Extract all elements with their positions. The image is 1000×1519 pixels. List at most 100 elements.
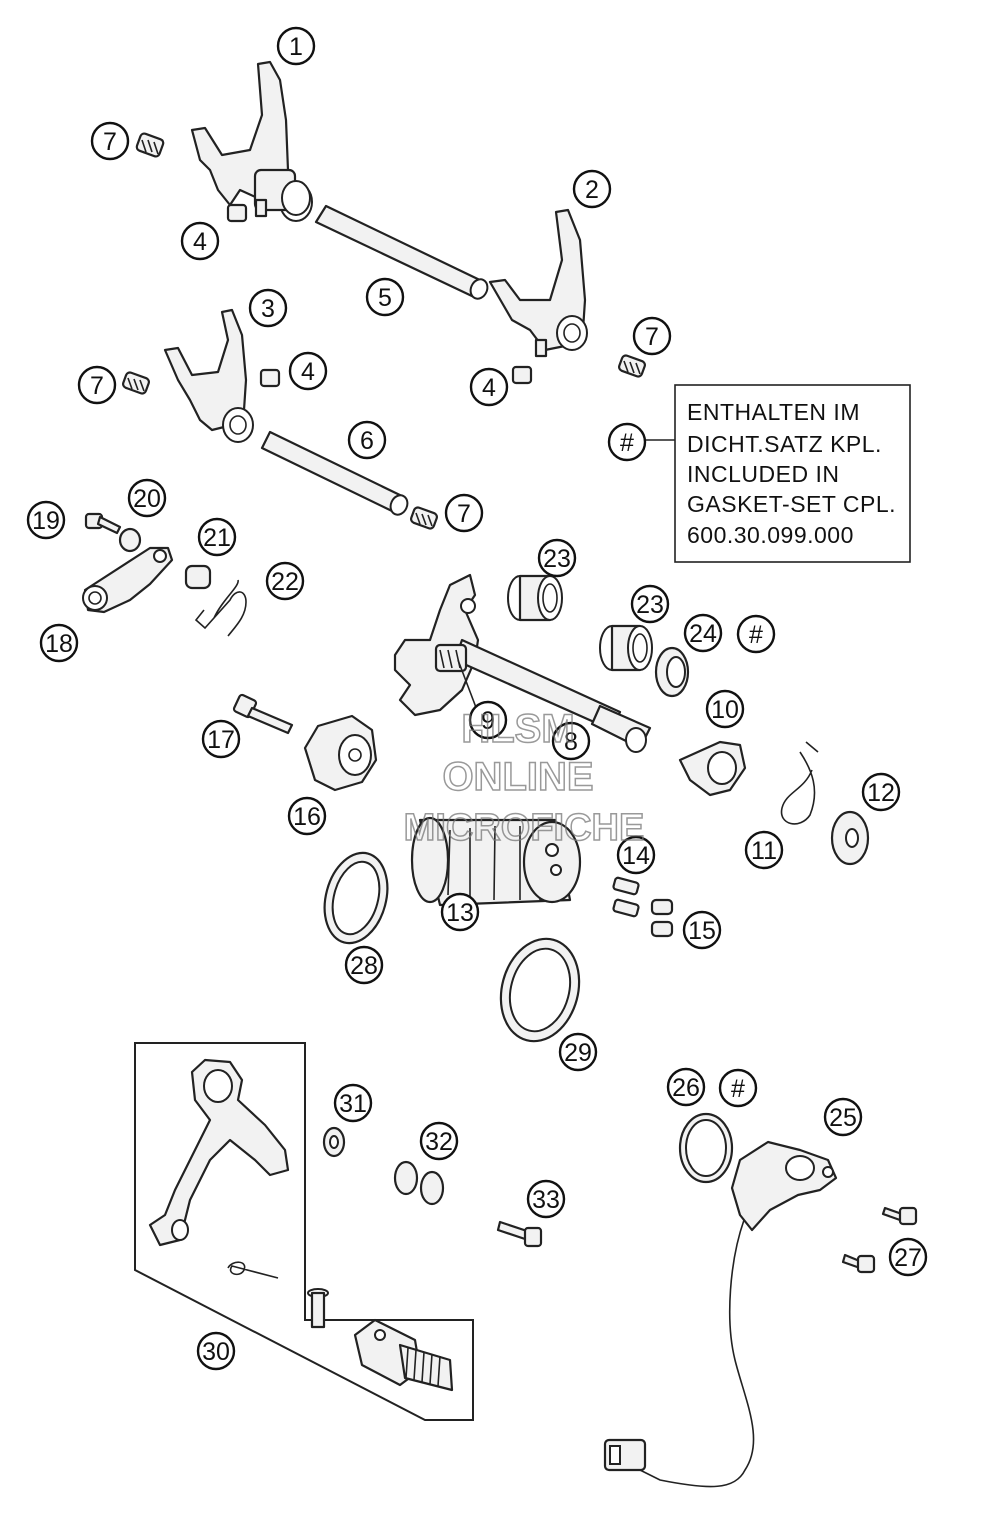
discs-32 [393, 1160, 445, 1206]
callout-2-1: 2 [572, 169, 612, 209]
callout-30-35: 30 [196, 1331, 236, 1371]
washer-12 [830, 810, 870, 866]
callout-11-15: 11 [744, 830, 784, 870]
callout-8-12-label: 8 [564, 728, 578, 756]
callout-3-2-label: 3 [261, 295, 275, 323]
callout-29-34-label: 29 [564, 1039, 592, 1067]
callout-22-26: 22 [265, 561, 305, 601]
callout-1-0: 1 [276, 26, 316, 66]
sensor-25 [639, 1140, 838, 1488]
callout-9-13: 9 [468, 700, 508, 740]
callout-16-20-label: 16 [293, 803, 321, 831]
needle-bearing-23b [599, 624, 653, 672]
pin-4c [511, 365, 533, 385]
bearing-28 [323, 851, 389, 945]
callout-11-15-label: 11 [751, 837, 777, 865]
gasket-marker-2-label: # [731, 1075, 745, 1103]
callout-23-28: 23 [630, 584, 670, 624]
watermark-line-3: MICROFICHE [404, 807, 645, 849]
callout-7-8: 7 [90, 121, 130, 161]
bearing-29 [499, 937, 581, 1043]
pedal-spring-30 [227, 1261, 279, 1279]
screw-17 [232, 693, 294, 735]
callout-23-27: 23 [537, 538, 577, 578]
screw-27a [881, 1206, 918, 1226]
callout-24-29: 24 [683, 613, 723, 653]
callout-28-33: 28 [344, 945, 384, 985]
callout-15-19: 15 [682, 910, 722, 950]
callout-7-9-label: 7 [90, 372, 104, 400]
pedal-pin-30 [307, 1288, 329, 1329]
callout-7-10-label: 7 [645, 323, 659, 351]
callout-18-22-label: 18 [45, 630, 73, 658]
callout-5-6-label: 5 [378, 284, 392, 312]
shift-shaft-8 [393, 573, 652, 753]
pin-15a [650, 898, 674, 916]
callout-16-20: 16 [287, 796, 327, 836]
callout-17-21-label: 17 [207, 726, 235, 754]
bushing-21 [184, 564, 212, 590]
callout-18-22: 18 [39, 623, 79, 663]
callout-28-33-label: 28 [350, 952, 378, 980]
callout-21-25-label: 21 [203, 524, 231, 552]
kit-30-frame [134, 1042, 474, 1421]
washer-20 [118, 527, 142, 553]
callout-4-5: 4 [469, 367, 509, 407]
spring-14b [612, 898, 640, 918]
gasket-note-line-1: ENTHALTEN IM [687, 399, 860, 425]
callout-6-7-label: 6 [360, 427, 374, 455]
callout-24-29-label: 24 [689, 620, 717, 648]
shift-fork-3 [163, 308, 254, 443]
gasket-note-line-2: DICHT.SATZ KPL. [687, 431, 882, 457]
spring-7c [618, 354, 646, 378]
callout-4-5-label: 4 [482, 374, 496, 402]
shift-pedal-30 [148, 1058, 290, 1247]
callout-1-0-label: 1 [289, 33, 303, 61]
gasket-marker-1-label: # [749, 621, 763, 649]
callout-7-8-label: 7 [103, 128, 117, 156]
spring-14a [612, 876, 640, 896]
callout-13-17-label: 13 [446, 899, 474, 927]
callout-7-11: 7 [444, 493, 484, 533]
callout-4-4-label: 4 [301, 358, 315, 386]
shift-drum-13 [410, 816, 582, 907]
gasket-note-box [674, 384, 911, 563]
gasket-marker-0-label: # [620, 429, 634, 457]
callout-22-26-label: 22 [271, 568, 299, 596]
callout-6-7: 6 [347, 420, 387, 460]
seal-ring-24 [654, 646, 690, 698]
callout-5-6: 5 [365, 277, 405, 317]
callout-32-37: 32 [419, 1121, 459, 1161]
callout-33-38-label: 33 [532, 1186, 560, 1214]
callout-23-27-label: 23 [543, 545, 571, 573]
callout-31-36: 31 [333, 1083, 373, 1123]
callout-14-18: 14 [616, 835, 656, 875]
watermark-line-1: HLSM [461, 707, 574, 751]
gasket-note-line-5: 600.30.099.000 [687, 522, 854, 548]
callout-13-17: 13 [440, 892, 480, 932]
callout-10-14: 10 [705, 689, 745, 729]
needle-bearing-23a [507, 574, 563, 622]
shift-fork-1 [190, 60, 313, 222]
fork-shaft-6 [260, 430, 409, 516]
sensor-connector-25 [603, 1438, 647, 1472]
callout-32-37-label: 32 [425, 1128, 453, 1156]
callout-17-21: 17 [201, 719, 241, 759]
spring-7b [122, 371, 150, 395]
callout-19-23-label: 19 [32, 507, 60, 535]
watermark-line-2: ONLINE [442, 755, 593, 799]
callout-12-16: 12 [861, 772, 901, 812]
callout-3-2: 3 [248, 288, 288, 328]
part-10 [678, 740, 747, 797]
pin-4a [226, 203, 248, 223]
screw-27b [841, 1253, 876, 1274]
callout-4-3: 4 [180, 221, 220, 261]
screw-19 [84, 512, 122, 535]
callout-4-4: 4 [288, 351, 328, 391]
callout-25-30-label: 25 [829, 1104, 857, 1132]
shift-drum-segment-16 [303, 714, 378, 792]
screw-33 [496, 1220, 543, 1248]
callout-12-16-label: 12 [867, 779, 895, 807]
pin-4b [259, 368, 281, 388]
